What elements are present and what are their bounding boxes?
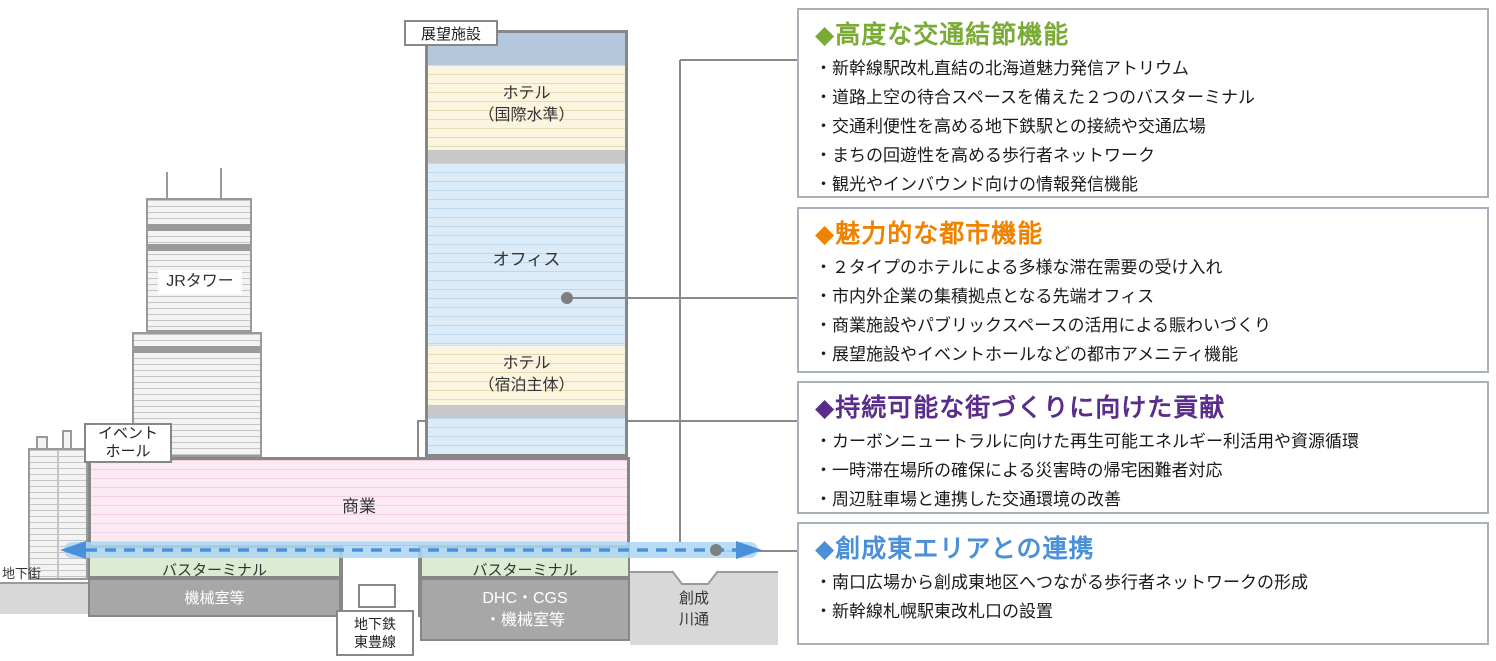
jr-tower-band — [148, 224, 250, 231]
tower-mechanical-band — [428, 150, 625, 163]
connector-dot-sosei — [710, 544, 722, 556]
jr-tower-band — [134, 346, 260, 353]
observation-label-box: 展望施設 — [404, 20, 498, 46]
dhc-label-line1: DHC・CGS — [482, 589, 568, 607]
office-label: オフィス — [492, 250, 561, 269]
panel-transport-items: ・新幹線駅改札直結の北海道魅力発信アトリウム ・道路上空の待合スペースを備えた２… — [815, 54, 1471, 199]
commercial-podium: 商業 — [88, 457, 630, 548]
sosei-street-label-line2: 川通 — [678, 611, 709, 628]
panel-urban-title: ◆魅力的な都市機能 — [815, 220, 1044, 248]
observation-label: 展望施設 — [420, 25, 481, 43]
subway-label-box: 地下鉄 東豊線 — [336, 610, 414, 656]
panel-item: ・市内外企業の集積拠点となる先端オフィス — [815, 287, 1155, 306]
jr-tower-band — [148, 244, 250, 251]
panel-sustainability-title: ◆持続可能な街づくりに向けた貢献 — [815, 394, 1226, 422]
left-building-divider — [57, 450, 59, 578]
tower-mechanical-band — [428, 405, 625, 418]
hotel-lodging-label-line1: ホテル — [502, 355, 551, 372]
panel-item: ・カーボンニュートラルに向けた再生可能エネルギー利活用や資源循環 — [815, 432, 1359, 451]
panel-item: ・新幹線札幌駅東改札口の設置 — [815, 602, 1053, 621]
hotel-lodging-label: ホテル （宿泊主体） — [428, 353, 625, 397]
ground-left — [0, 582, 88, 614]
left-building — [28, 448, 88, 580]
panel-item: ・まちの回遊性を高める歩行者ネットワーク — [815, 146, 1155, 165]
hotel-international-section — [428, 65, 625, 150]
bus-terminal-right-label: バスターミナル — [472, 562, 578, 579]
event-hall-label-line2: ホール — [105, 443, 151, 460]
panel-sosei-east: ◆創成東エリアとの連携 ・南口広場から創成東地区へつながる歩行者ネットワークの形… — [797, 522, 1489, 645]
panel-item: ・商業施設やパブリックスペースの活用による賑わいづくり — [815, 316, 1271, 335]
panel-sustainability: ◆持続可能な街づくりに向けた貢献 ・カーボンニュートラルに向けた再生可能エネルギ… — [797, 381, 1489, 514]
panel-item: ・２タイプのホテルによる多様な滞在需要の受け入れ — [815, 258, 1223, 277]
event-hall-label-line1: イベント — [97, 425, 158, 442]
subway-tunnel-box — [358, 584, 396, 608]
sosei-street-label: 創成 川通 — [674, 588, 714, 630]
panel-sosei-title: ◆創成東エリアとの連携 — [815, 535, 1095, 563]
panel-item: ・道路上空の待合スペースを備えた２つのバスターミナル — [815, 88, 1255, 107]
office-section — [428, 163, 625, 345]
underground-mall-label: 地下街 — [2, 566, 42, 581]
jr-tower-antenna — [166, 172, 168, 200]
jr-tower-base — [132, 332, 262, 457]
panel-item: ・交通利便性を高める地下鉄駅との接続や交通広場 — [815, 117, 1206, 136]
dhc-cgs-room: DHC・CGS ・機械室等 — [420, 578, 630, 641]
bus-terminal-right: バスターミナル — [420, 546, 630, 579]
hotel-international-label-line2: （国際水準） — [478, 107, 575, 124]
panel-sustainability-items: ・カーボンニュートラルに向けた再生可能エネルギー利活用や資源循環 ・一時滞在場所… — [815, 427, 1471, 514]
jr-tower-upper — [146, 198, 252, 332]
event-hall-label-box: イベント ホール — [84, 423, 172, 463]
panel-sosei-items: ・南口広場から創成東地区へつながる歩行者ネットワークの形成 ・新幹線札幌駅東改札… — [815, 568, 1471, 626]
left-building-rooftop — [62, 430, 72, 450]
tower-lower-section — [428, 418, 625, 454]
hotel-international-label: ホテル （国際水準） — [428, 83, 625, 127]
panel-transport-title: ◆高度な交通結節機能 — [815, 21, 1070, 49]
panel-item: ・一時滞在場所の確保による災害時の帰宅困難者対応 — [815, 461, 1223, 480]
machine-room-left: 機械室等 — [88, 578, 341, 617]
panel-item: ・南口広場から創成東地区へつながる歩行者ネットワークの形成 — [815, 573, 1308, 592]
main-tower: ホテル （国際水準） オフィス ホテル （宿泊主体） — [425, 30, 628, 457]
panel-urban-items: ・２タイプのホテルによる多様な滞在需要の受け入れ ・市内外企業の集積拠点となる先… — [815, 253, 1471, 369]
panel-item: ・新幹線駅改札直結の北海道魅力発信アトリウム — [815, 59, 1189, 78]
machine-room-label: 機械室等 — [184, 590, 245, 607]
panel-item: ・周辺駐車場と連携した交通環境の改善 — [815, 490, 1121, 509]
subway-label-line1: 地下鉄 — [354, 616, 396, 632]
bus-terminal-left: バスターミナル — [88, 546, 341, 579]
jr-tower-antenna — [220, 168, 222, 200]
panel-urban-functions: ◆魅力的な都市機能 ・２タイプのホテルによる多様な滞在需要の受け入れ ・市内外企… — [797, 207, 1489, 373]
commercial-label: 商業 — [342, 497, 376, 516]
bus-terminal-left-label: バスターミナル — [161, 562, 267, 579]
subway-label-line2: 東豊線 — [354, 634, 396, 650]
hotel-international-label-line1: ホテル — [502, 85, 551, 102]
panel-item: ・観光やインバウンド向けの情報発信機能 — [815, 175, 1138, 194]
hotel-lodging-section — [428, 345, 625, 405]
dhc-label-line2: ・機械室等 — [484, 611, 565, 629]
hotel-lodging-label-line2: （宿泊主体） — [478, 377, 575, 394]
jr-tower-label: JRタワー — [158, 270, 242, 294]
sosei-street-label-line1: 創成 — [678, 590, 709, 607]
panel-item: ・展望施設やイベントホールなどの都市アメニティ機能 — [815, 345, 1239, 364]
arrow-right-icon — [736, 541, 762, 559]
panel-transport-node: ◆高度な交通結節機能 ・新幹線駅改札直結の北海道魅力発信アトリウム ・道路上空の… — [797, 8, 1489, 198]
